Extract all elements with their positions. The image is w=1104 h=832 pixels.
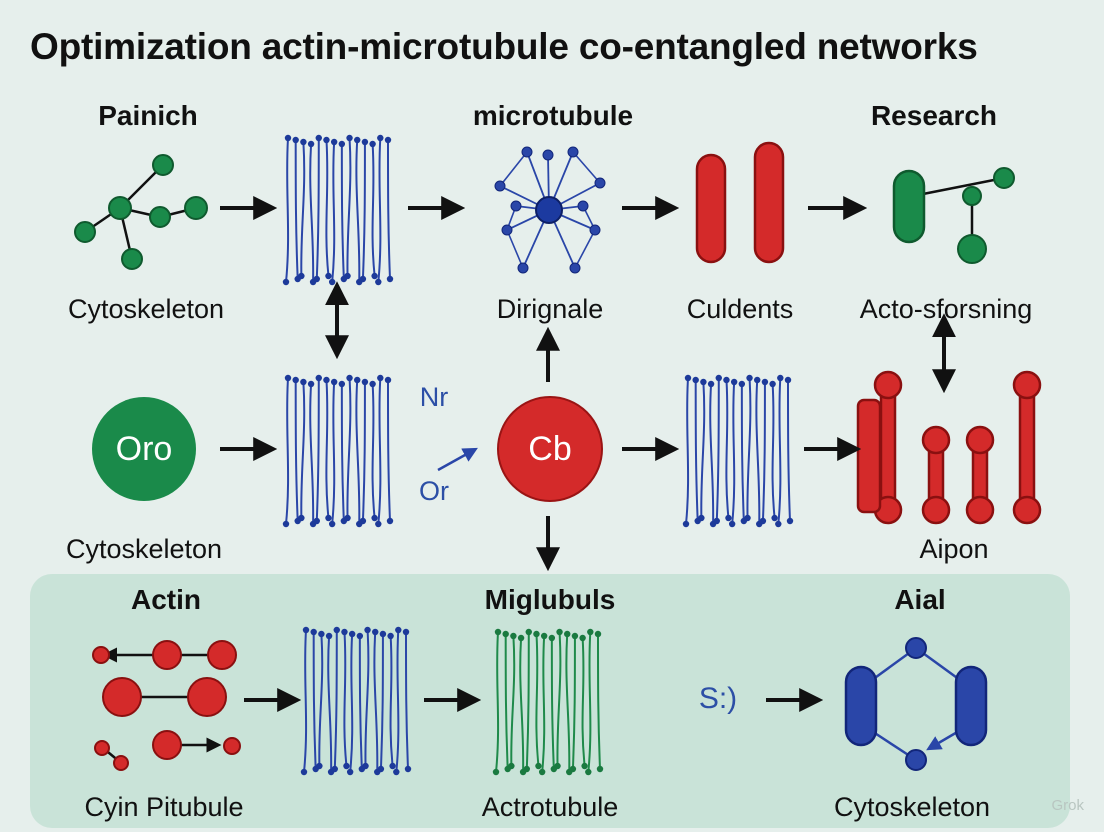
label-aipon: Aipon xyxy=(919,534,989,564)
blue-star-network-icon xyxy=(494,146,606,274)
label-cytoskeleton-1: Cytoskeleton xyxy=(67,294,225,324)
label-culdents: Culdents xyxy=(686,294,794,324)
header-col1: Painich xyxy=(98,100,198,131)
panel-header-aial: Aial xyxy=(894,584,946,615)
label-actrotubule: Actrotubule xyxy=(481,792,619,822)
watermark: Grok xyxy=(1051,797,1084,814)
blue-hexagon-network-icon xyxy=(844,637,988,771)
green-network-icon xyxy=(84,164,197,260)
filament-bundle-icon xyxy=(492,628,604,776)
filament-bundle-icon xyxy=(282,374,394,528)
label-nr: Nr xyxy=(419,382,449,412)
green-circle-node xyxy=(92,397,196,501)
red-circle-label: Cb xyxy=(528,430,572,468)
red-spheres-icon xyxy=(92,640,241,771)
label-acto-sforsning: Acto-sforsning xyxy=(859,294,1033,324)
blue-arrow xyxy=(437,447,478,472)
red-rods-icon xyxy=(695,141,785,264)
header-col5: Research xyxy=(870,100,998,131)
green-capsule-network-icon xyxy=(892,167,1015,264)
label-dirignale: Dirignale xyxy=(496,294,604,324)
label-cyin-pitubule: Cyin Pitubule xyxy=(84,792,244,822)
green-circle-label: Oro xyxy=(115,430,173,468)
page-title: Optimization actin-microtubule co-entang… xyxy=(30,26,978,67)
label-cytoskeleton-2: Cytoskeleton xyxy=(65,534,223,564)
red-dumbbells-icon xyxy=(856,370,1042,525)
emoticon-label: S:) xyxy=(698,682,738,715)
filament-bundle-icon xyxy=(682,374,794,528)
label-cytoskeleton-3: Cytoskeleton xyxy=(833,792,991,822)
panel-header-actin: Actin xyxy=(131,584,201,615)
filament-bundle-icon xyxy=(282,134,394,286)
panel-header-miglubuls: Miglubuls xyxy=(484,584,616,615)
label-or: Or xyxy=(419,476,449,506)
filament-bundle-icon xyxy=(300,626,412,776)
red-circle-node xyxy=(497,396,603,502)
header-col3: microtubule xyxy=(472,100,634,131)
